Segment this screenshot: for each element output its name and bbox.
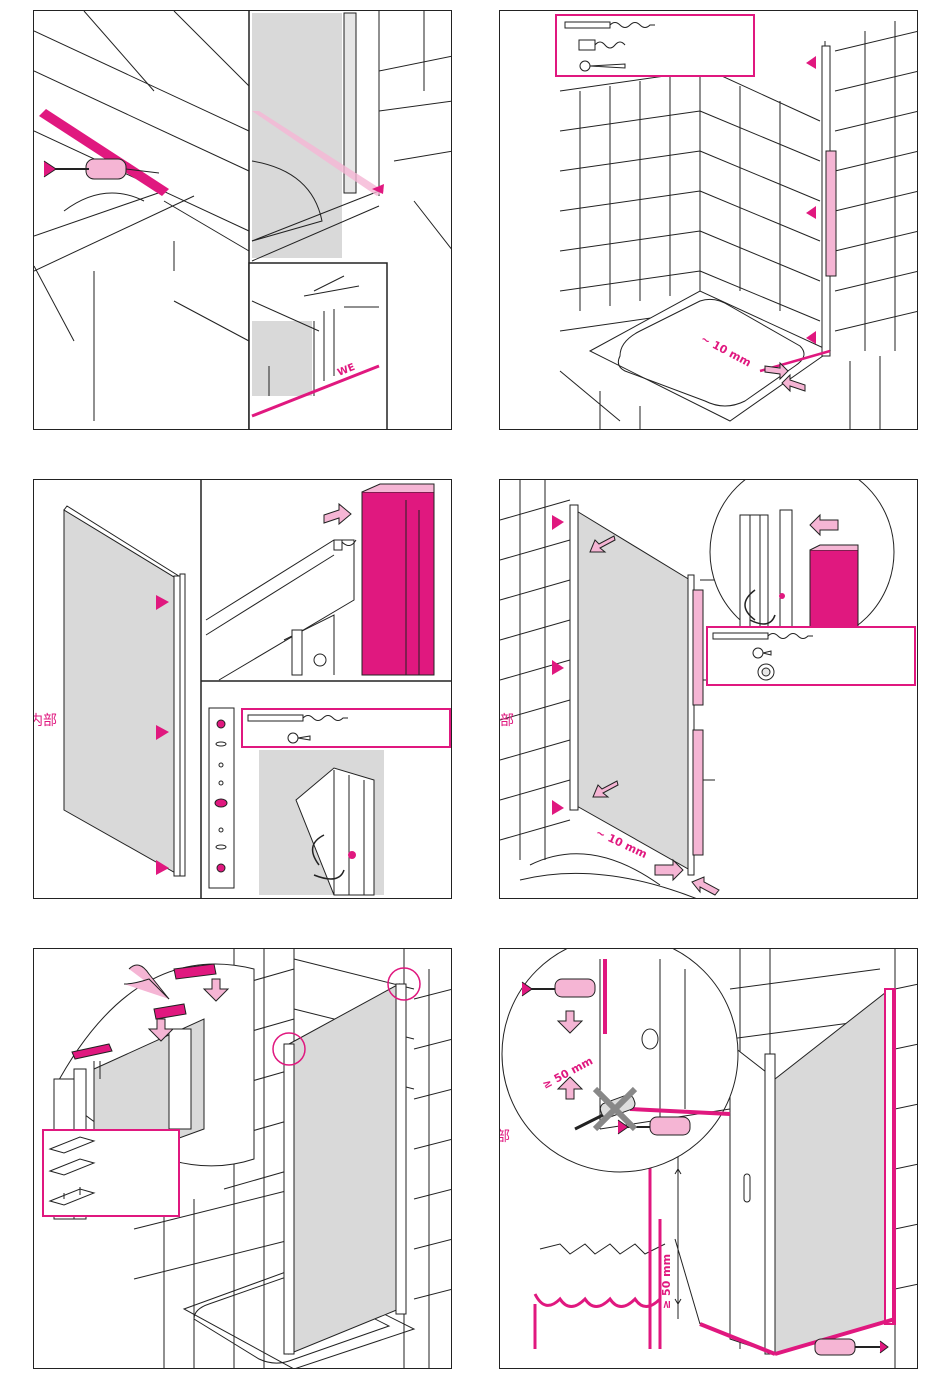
- inside-label: 内部: [499, 710, 514, 730]
- drill-bit-icon: [248, 715, 348, 721]
- screw-icon: [580, 61, 625, 71]
- step-4-illustration: ~ 10 mm: [500, 480, 918, 899]
- drill-bit-icon: [565, 22, 655, 28]
- drill-bit-icon: [713, 633, 813, 639]
- wall-profile-icon: [39, 109, 169, 196]
- hardware-box: [241, 708, 451, 748]
- inside-label: 内部: [33, 710, 57, 730]
- hardware-box: [706, 626, 916, 686]
- step-3-illustration: [34, 480, 452, 899]
- end-cap-icon: [50, 1137, 94, 1205]
- screw-icon: [288, 733, 310, 743]
- min-distance-bottom-label: ≥ 50 mm: [660, 1254, 673, 1309]
- step-2-panel: ~ 10 mm: [499, 10, 918, 430]
- step-4-panel: ~ 10 mm 内部: [499, 479, 918, 899]
- handle-icon: [744, 1174, 750, 1202]
- step-6-panel: ≥ 50 mm: [499, 948, 918, 1369]
- step-1-panel: WE: [33, 10, 452, 430]
- screw-icon: [753, 648, 771, 658]
- step-6-illustration: ≥ 50 mm: [500, 949, 918, 1369]
- step-5-panel: [33, 948, 452, 1369]
- step-3-panel: 内部: [33, 479, 452, 899]
- dowel-icon: [815, 1339, 888, 1355]
- hardware-box: [42, 1129, 180, 1217]
- hardware-box: [555, 14, 755, 77]
- wall-plug-icon: [579, 40, 625, 50]
- cover-cap-icon: [758, 664, 774, 680]
- step-1-illustration: WE: [34, 11, 452, 430]
- inside-label: 内部: [499, 1126, 510, 1146]
